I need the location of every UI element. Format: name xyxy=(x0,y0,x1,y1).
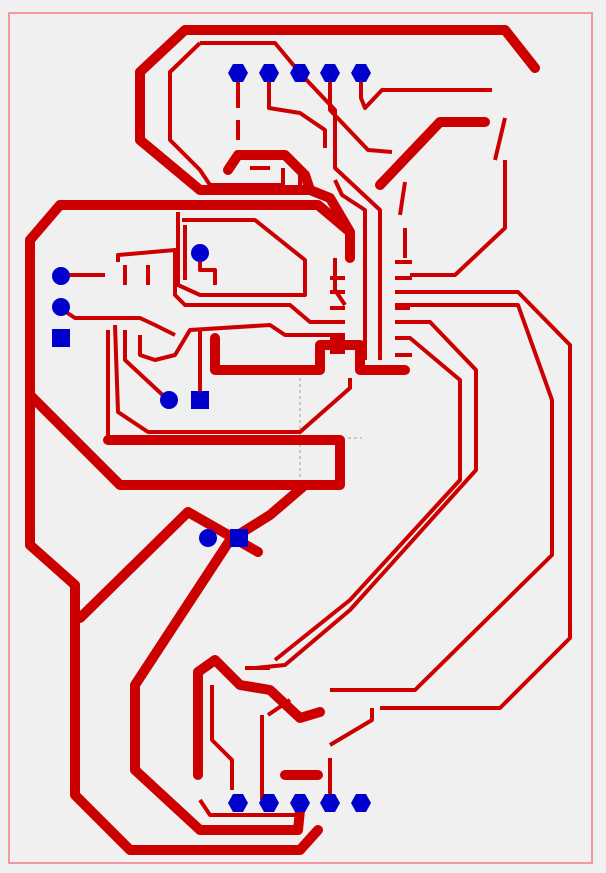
trace-s5 xyxy=(328,73,393,154)
single-pad xyxy=(191,244,209,262)
center-bus-trace xyxy=(103,435,345,490)
trace-s34 xyxy=(138,323,345,362)
trace-s11 xyxy=(333,179,367,360)
trace-s4 xyxy=(298,71,382,360)
connector-mid xyxy=(160,391,209,409)
header-top-pad-5 xyxy=(351,64,371,82)
trace-s33 xyxy=(123,330,170,402)
header-bottom-pad-5 xyxy=(351,794,371,812)
trace-s23 xyxy=(176,212,307,297)
lower-loop-trace xyxy=(193,655,325,780)
trace-s8 xyxy=(200,41,302,75)
right-diagonal-trace xyxy=(130,480,310,835)
signal-traces xyxy=(58,41,572,817)
header-bottom xyxy=(228,794,371,812)
trace-s3 xyxy=(267,73,327,148)
trace-s25 xyxy=(198,255,217,285)
header-top-pad-3 xyxy=(290,64,310,82)
connector-left-pad-3 xyxy=(52,329,70,347)
small-top-bridge xyxy=(223,150,315,195)
left-diagonal-trace xyxy=(25,390,310,490)
trace-s42 xyxy=(328,708,374,747)
header-bottom-pad-4 xyxy=(320,794,340,812)
connector-lower-pad-1 xyxy=(199,529,217,547)
trace-s18 xyxy=(254,320,478,670)
header-top xyxy=(228,64,371,82)
left-outer-trace xyxy=(25,385,323,855)
header-bottom-pad-1 xyxy=(228,794,248,812)
ic-pins xyxy=(330,260,410,354)
header-bottom-pad-3 xyxy=(290,794,310,812)
top-right-diagonal-trace xyxy=(375,117,490,190)
connector-left xyxy=(52,267,70,347)
ic-supply-trace xyxy=(210,333,410,375)
top-loop-trace xyxy=(135,25,540,263)
trace-s17 xyxy=(330,303,554,692)
trace-s14 xyxy=(493,117,507,161)
header-top-pad-4 xyxy=(320,64,340,82)
trace-s7 xyxy=(168,41,285,187)
power-traces xyxy=(25,25,540,855)
connector-left-pad-1 xyxy=(52,267,70,285)
trace-s19 xyxy=(273,336,462,662)
bottom-header-trace xyxy=(195,800,305,835)
trace-s12 xyxy=(398,181,407,216)
connector-mid-pad-2 xyxy=(191,391,209,409)
pads xyxy=(52,64,371,812)
header-top-pad-2 xyxy=(259,64,279,82)
header-top-pad-1 xyxy=(228,64,248,82)
trace-s32 xyxy=(113,324,352,434)
left-frame-trace xyxy=(25,200,355,395)
trace-s43 xyxy=(198,798,300,817)
long-diagonal-trace xyxy=(75,507,263,623)
trace-s36 xyxy=(333,258,347,307)
trace-s16 xyxy=(380,290,572,710)
trace-s28 xyxy=(58,306,176,337)
connector-lower xyxy=(199,529,248,547)
connector-lower-pad-2 xyxy=(230,529,248,547)
header-bottom-pad-2 xyxy=(259,794,279,812)
board-outline xyxy=(8,12,593,864)
trace-s15 xyxy=(410,160,507,277)
trace-s6 xyxy=(359,73,492,110)
connector-left-pad-2 xyxy=(52,298,70,316)
trace-s38 xyxy=(210,685,234,790)
connector-mid-pad-1 xyxy=(160,391,178,409)
trace-s27 xyxy=(116,248,345,324)
trace-s40 xyxy=(266,698,292,717)
